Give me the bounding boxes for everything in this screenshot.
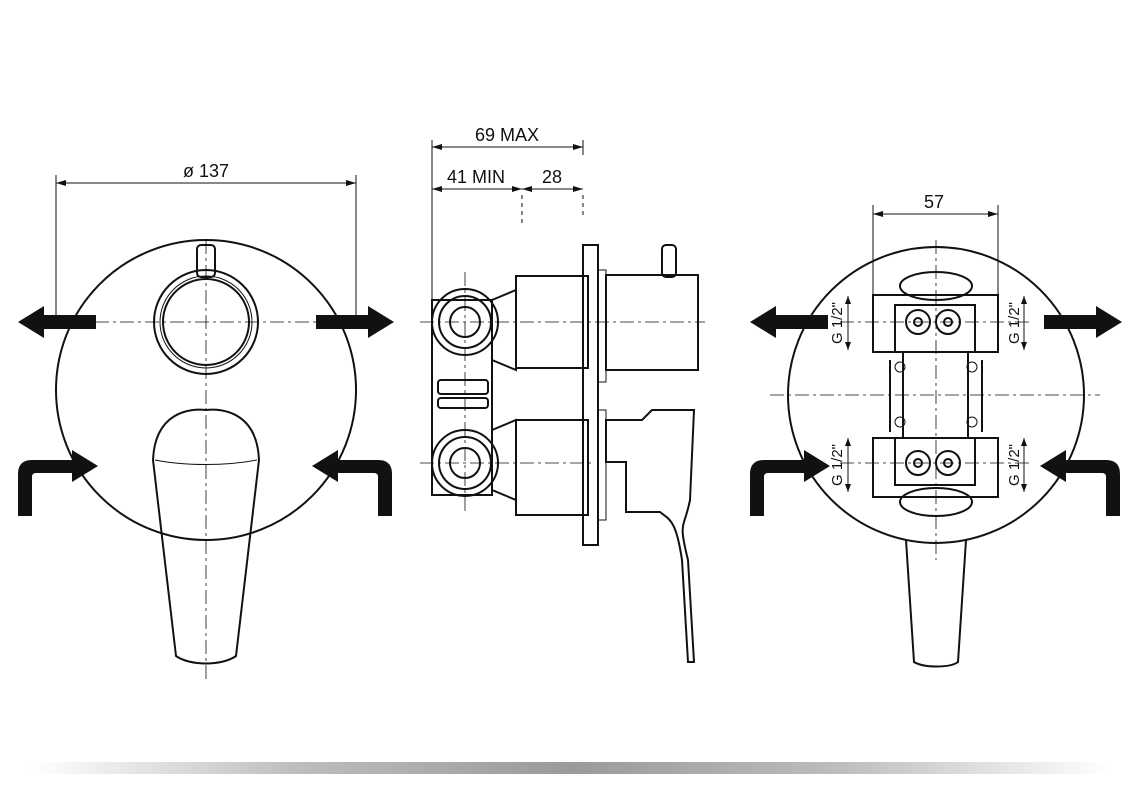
- depth-dimensions: 69 MAX 41 MIN 28: [431, 125, 584, 310]
- front-lever-handle: [151, 408, 261, 665]
- front-view: ø 137: [18, 161, 394, 680]
- valve-body: [431, 288, 517, 502]
- rear-inlet-arrow-right: [1040, 450, 1120, 516]
- side-view: 69 MAX 41 MIN 28: [420, 125, 705, 663]
- thread-dimension-lower-left: G 1/2": [829, 438, 851, 492]
- overall-depth-label: 69 MAX: [475, 125, 539, 145]
- rear-lever: [905, 539, 967, 668]
- rear-outlet-arrow-left: [750, 306, 828, 338]
- front-outlet-arrow-left: [18, 306, 96, 338]
- front-inlet-arrow-left: [18, 450, 98, 516]
- front-outlet-arrow-right: [316, 306, 394, 338]
- floor-shadow: [30, 762, 1110, 774]
- rear-inlet-arrow-left: [750, 450, 830, 516]
- diameter-dimension: ø 137: [55, 161, 357, 325]
- diameter-label: ø 137: [183, 161, 229, 181]
- plate-offset-label: 28: [542, 167, 562, 187]
- rear-outlet-arrow-right: [1044, 306, 1122, 338]
- thread-dimension-upper-right: G 1/2": [1006, 296, 1027, 350]
- rear-view: 57 G 1/2": [750, 192, 1122, 668]
- spacing-dimension: 57: [872, 192, 999, 295]
- thread-dimension-lower-right: G 1/2": [1006, 438, 1027, 492]
- thread-dimension-upper-left: G 1/2": [829, 296, 851, 350]
- thread-label: G 1/2": [829, 302, 846, 344]
- side-diverter-knob: [605, 244, 699, 371]
- thread-label: G 1/2": [1006, 302, 1023, 344]
- side-lever: [605, 409, 696, 663]
- lower-cartridge: [515, 419, 589, 516]
- spacing-label: 57: [924, 192, 944, 212]
- front-inlet-arrow-right: [312, 450, 392, 516]
- thread-label: G 1/2": [1006, 444, 1023, 486]
- side-wall-plate: [582, 244, 599, 546]
- min-depth-label: 41 MIN: [447, 167, 505, 187]
- thread-label: G 1/2": [829, 444, 846, 486]
